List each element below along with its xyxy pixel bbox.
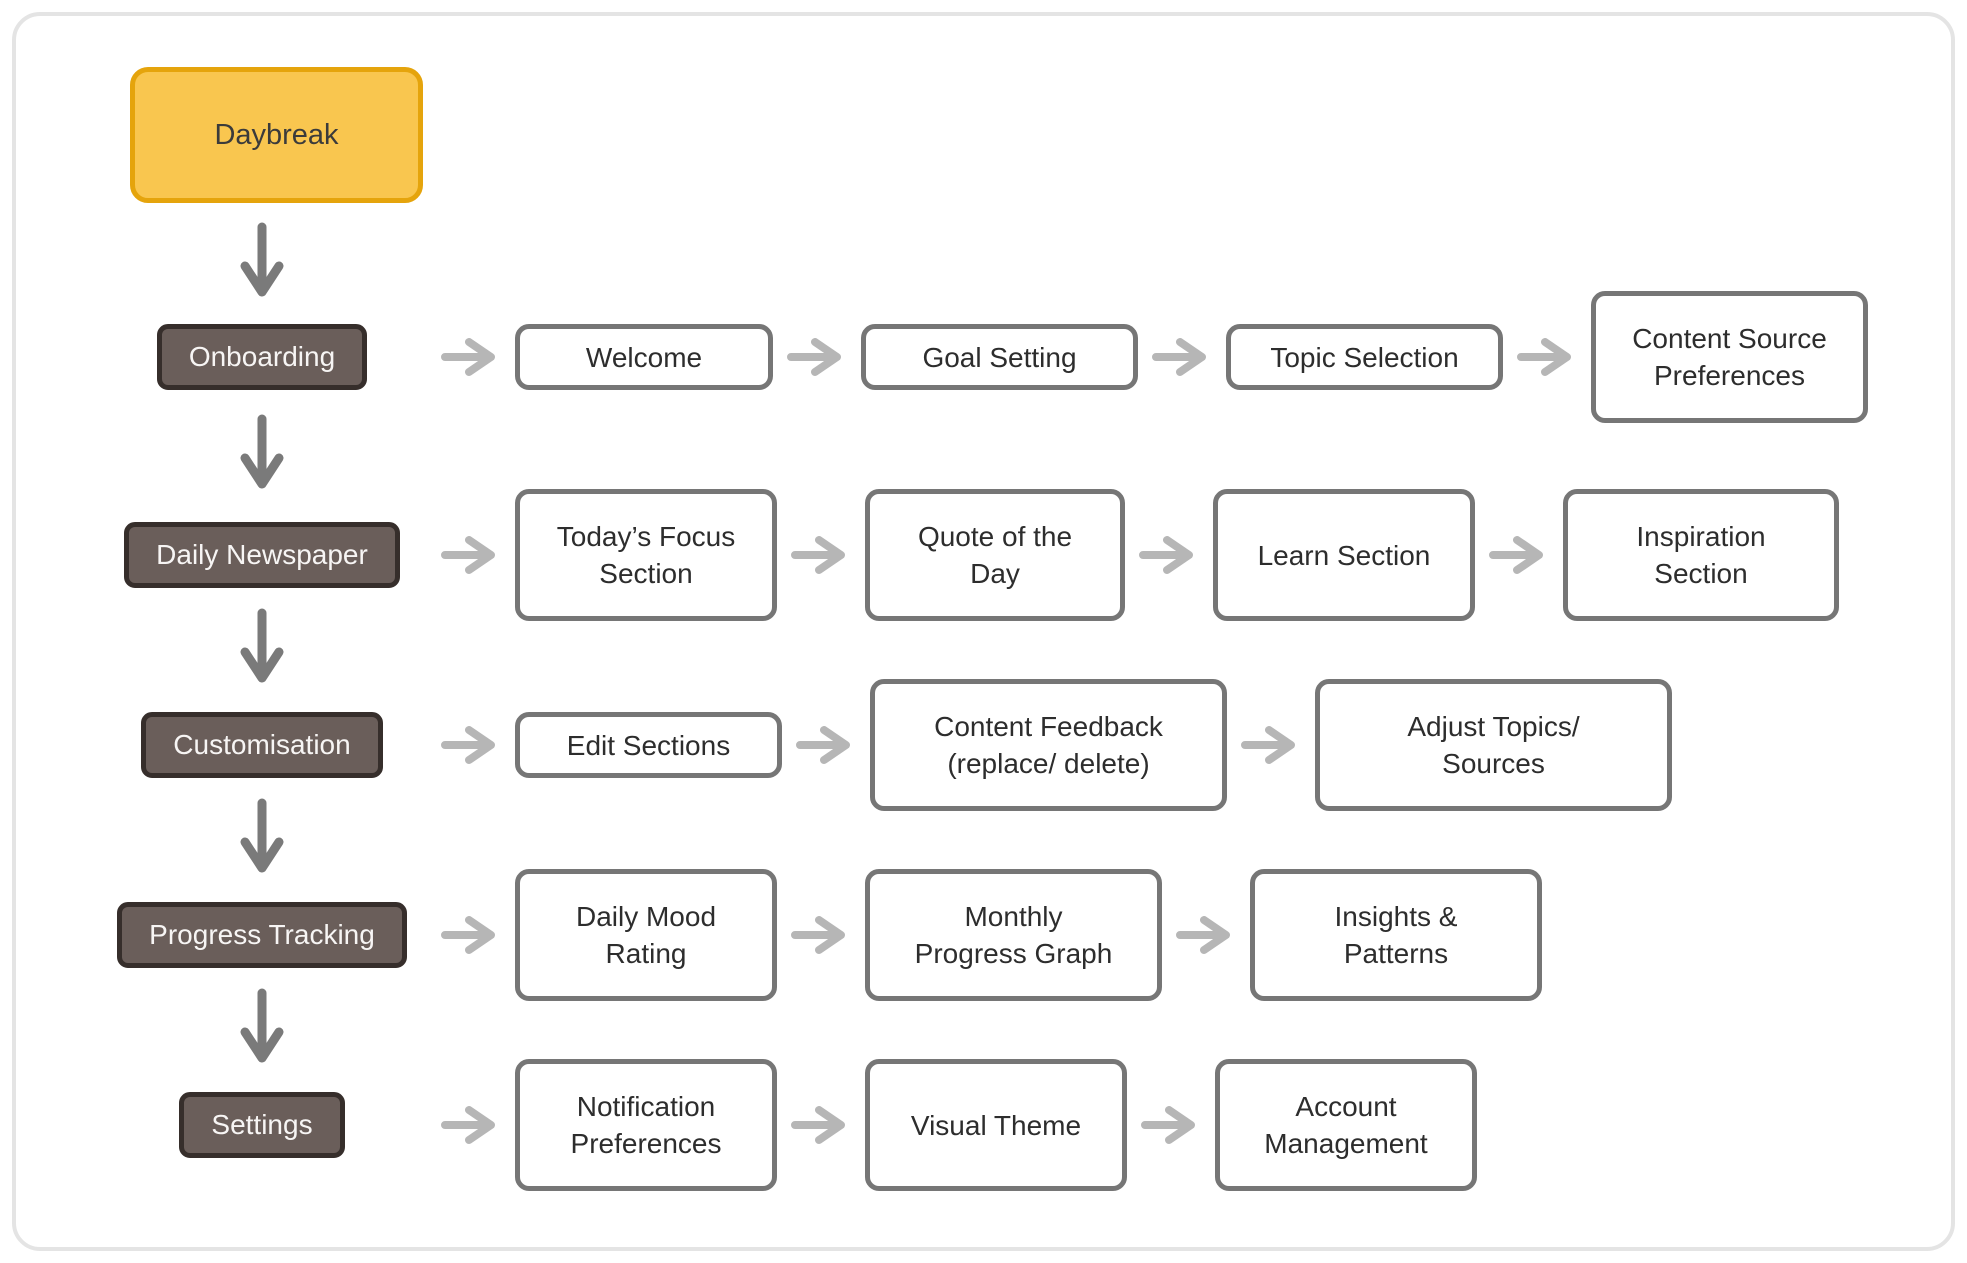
node-onboarding: Onboarding (156, 324, 368, 390)
node-daily-mood-rating: Daily Mood Rating (515, 869, 777, 1001)
arrow-right-icon (1489, 536, 1543, 574)
node-account-management: Account Management (1215, 1059, 1477, 1191)
node-goal-setting: Goal Setting (861, 324, 1138, 390)
arrow-right-icon (787, 338, 841, 376)
arrow-down-icon (240, 608, 284, 683)
node-daily-newspaper: Daily Newspaper (124, 522, 400, 588)
arrow-down-icon (240, 988, 284, 1063)
arrow-right-icon (441, 338, 495, 376)
arrow-right-icon (441, 1106, 495, 1144)
node-learn-section: Learn Section (1213, 489, 1475, 621)
arrow-down-icon (240, 222, 284, 297)
node-customisation: Customisation (141, 712, 383, 778)
node-content-source-preferences: Content Source Preferences (1591, 291, 1868, 423)
arrow-right-icon (1241, 726, 1295, 764)
arrow-right-icon (1517, 338, 1571, 376)
node-settings: Settings (179, 1092, 345, 1158)
node-visual-theme: Visual Theme (865, 1059, 1127, 1191)
node-edit-sections: Edit Sections (515, 712, 782, 778)
node-monthly-progress-graph: Monthly Progress Graph (865, 869, 1162, 1001)
node-insights-patterns: Insights & Patterns (1250, 869, 1542, 1001)
node-inspiration-section: Inspiration Section (1563, 489, 1839, 621)
arrow-right-icon (441, 536, 495, 574)
arrow-right-icon (1176, 916, 1230, 954)
arrow-right-icon (791, 916, 845, 954)
arrow-right-icon (1152, 338, 1206, 376)
flow-row-settings: Settings Notification Preferences Visual… (0, 1057, 1967, 1193)
arrow-down-icon (240, 798, 284, 873)
node-quote-of-the-day: Quote of the Day (865, 489, 1125, 621)
node-todays-focus-section: Today’s Focus Section (515, 489, 777, 621)
node-progress-tracking: Progress Tracking (117, 902, 407, 968)
flow-row-daily-newspaper: Daily Newspaper Today’s Focus Section Qu… (0, 487, 1967, 623)
arrow-right-icon (1139, 536, 1193, 574)
arrow-right-icon (441, 726, 495, 764)
arrow-down-icon (240, 414, 284, 489)
flow-row-onboarding: Onboarding Welcome Goal Setting Topic Se… (0, 289, 1967, 425)
node-welcome: Welcome (515, 324, 773, 390)
node-adjust-topics-sources: Adjust Topics/ Sources (1315, 679, 1672, 811)
node-content-feedback: Content Feedback (replace/ delete) (870, 679, 1227, 811)
node-notification-preferences: Notification Preferences (515, 1059, 777, 1191)
arrow-right-icon (796, 726, 850, 764)
arrow-right-icon (791, 536, 845, 574)
arrow-right-icon (1141, 1106, 1195, 1144)
arrow-right-icon (791, 1106, 845, 1144)
flow-row-customisation: Customisation Edit Sections Content Feed… (0, 677, 1967, 813)
flow-row-progress-tracking: Progress Tracking Daily Mood Rating Mont… (0, 867, 1967, 1003)
node-topic-selection: Topic Selection (1226, 324, 1503, 390)
arrow-right-icon (441, 916, 495, 954)
node-daybreak: Daybreak (130, 67, 423, 203)
diagram-card (12, 12, 1955, 1251)
